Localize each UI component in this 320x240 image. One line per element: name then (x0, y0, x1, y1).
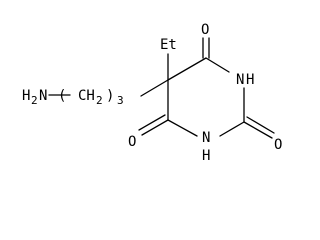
amine-h-label: H (22, 88, 30, 104)
nh-bottom-h-label: H (202, 148, 210, 164)
nh-bottom-n-label: N (202, 130, 210, 146)
chain-open-paren-label: ( (58, 88, 66, 104)
atom-labels: H 2 N ( CH 2 ) 3 Et O O O N H N H (22, 22, 282, 164)
bonds (138, 37, 275, 139)
oxygen-right-label: O (274, 137, 282, 153)
amine-h-count-label: 2 (31, 94, 38, 107)
bond-n3-c4 (167, 119, 198, 137)
oxygen-bottom-left-label: O (128, 134, 136, 150)
bond-c2-o-right-a (243, 121, 273, 139)
bond-c5-c6 (167, 57, 207, 81)
ethyl-label: Et (160, 37, 177, 53)
bond-chain-c5 (140, 79, 169, 97)
bond-c2-o-right-b (246, 116, 275, 134)
chain-h-count-label: 2 (96, 94, 103, 107)
bond-c4-o-left-a (141, 119, 169, 136)
chain-repeat-label: 3 (117, 94, 124, 107)
bond-c4-o-left-b (138, 114, 166, 131)
amine-n-label: N (39, 88, 47, 104)
chain-close-paren-label: ) (106, 88, 114, 104)
nh-top-n-label: N (236, 72, 244, 88)
structural-formula-diagram: H 2 N ( CH 2 ) 3 Et O O O N H N H (22, 22, 282, 164)
bond-c6-n1 (205, 57, 230, 73)
bond-c2-n3 (219, 121, 245, 137)
nh-top-h-label: H (246, 72, 254, 88)
molecule-canvas: H 2 N ( CH 2 ) 3 Et O O O N H N H (22, 22, 283, 164)
chain-ch-label: CH (78, 88, 95, 104)
oxygen-top-label: O (201, 22, 209, 38)
